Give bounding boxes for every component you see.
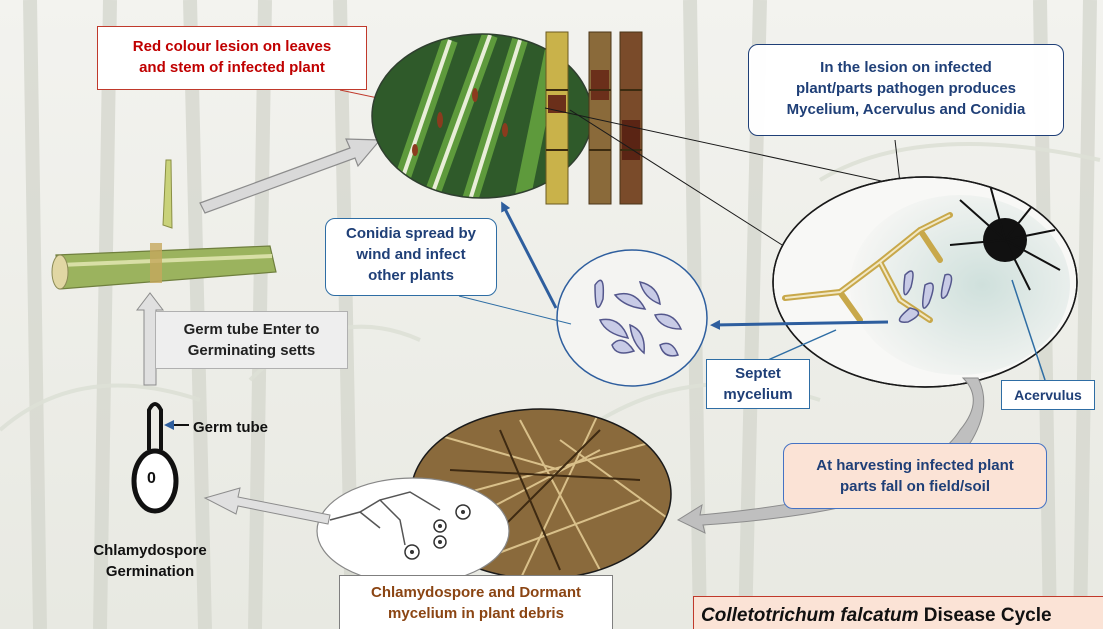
- conidia-spread-text: wind and infect: [326, 244, 496, 265]
- conidia-spread-callout: Conidia spread by wind and infect other …: [325, 218, 497, 296]
- chlamydospore-germination-text: Chlamydospore: [70, 540, 230, 561]
- chlamydospore-dormant-text: Chlamydospore and Dormant: [340, 582, 612, 603]
- red-lesion-text: and stem of infected plant: [98, 57, 366, 78]
- septet-mycelium-label: Septet mycelium: [706, 359, 810, 409]
- pathogen-lesion-text: Mycelium, Acervulus and Conidia: [749, 99, 1063, 120]
- red-lesion-text: Red colour lesion on leaves: [98, 36, 366, 57]
- title-species: Colletotrichum falcatum: [701, 605, 918, 626]
- chlamydospore-symbol: 0: [147, 470, 156, 488]
- chlamydospore-germination-text: Germination: [70, 561, 230, 582]
- acervulus-label: Acervulus: [1001, 380, 1095, 410]
- harvesting-text: At harvesting infected plant: [784, 455, 1046, 476]
- septet-mycelium-text: mycelium: [707, 384, 809, 405]
- red-lesion-callout: Red colour lesion on leaves and stem of …: [97, 26, 367, 90]
- germ-tube-enter-callout: Germ tube Enter to Germinating setts: [155, 311, 348, 369]
- diagram-title: Colletotrichum falcatum Disease Cycle: [693, 596, 1103, 629]
- chlamydospore-mycelium-image: [317, 478, 509, 584]
- germ-tube-enter-text: Germinating setts: [156, 340, 347, 361]
- septet-mycelium-text: Septet: [707, 363, 809, 384]
- germ-tube-label: Germ tube: [193, 419, 268, 436]
- conidia-spread-text: Conidia spread by: [326, 223, 496, 244]
- infected-stem-images: [546, 32, 642, 204]
- harvesting-callout: At harvesting infected plant parts fall …: [783, 443, 1047, 509]
- pathogen-lesion-callout: In the lesion on infected plant/parts pa…: [748, 44, 1064, 136]
- harvesting-text: parts fall on field/soil: [784, 476, 1046, 497]
- chlamydospore-dormant-text: mycelium in plant debris: [340, 603, 612, 624]
- chlamydospore-dormant-callout: Chlamydospore and Dormant mycelium in pl…: [339, 575, 613, 629]
- conidia-circle-image: [557, 250, 707, 386]
- conidia-spread-text: other plants: [326, 265, 496, 286]
- germ-tube-enter-text: Germ tube Enter to: [156, 319, 347, 340]
- pathogen-lesion-text: In the lesion on infected: [749, 57, 1063, 78]
- chlamydospore-germination-label: Chlamydospore Germination: [70, 540, 230, 582]
- pathogen-lesion-text: plant/parts pathogen produces: [749, 78, 1063, 99]
- title-rest: Disease Cycle: [918, 605, 1051, 626]
